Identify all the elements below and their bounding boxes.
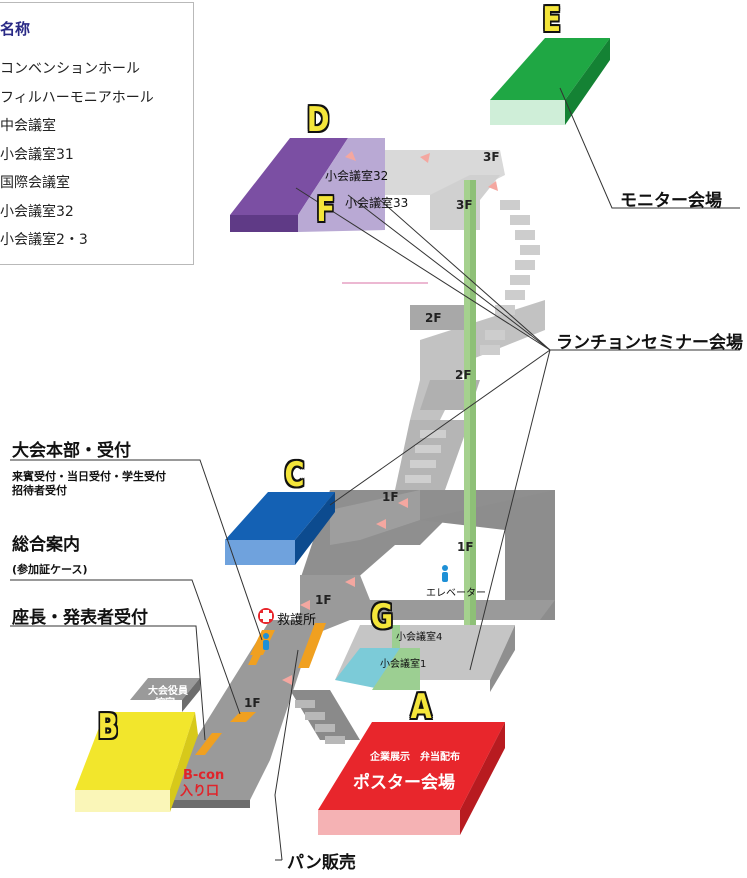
officers-room-label: 大会役員 bbox=[148, 686, 188, 697]
venue-letter-G[interactable]: G bbox=[370, 597, 394, 637]
room-label-32: 小会議室32 bbox=[325, 169, 389, 183]
officers-room-label: 控室 bbox=[155, 698, 175, 709]
chair-reception-callout: 座長・発表者受付 bbox=[12, 608, 148, 628]
venue-A-block[interactable] bbox=[318, 722, 505, 835]
room-label-4: 小会議室4 bbox=[396, 632, 443, 643]
room-label-1: 小会議室1 bbox=[380, 659, 427, 670]
venue-letter-D[interactable]: D bbox=[306, 100, 330, 140]
first-aid-label: 救護所 bbox=[277, 613, 317, 628]
legend-title: 名称 bbox=[0, 20, 31, 38]
legend-item: コンベンションホール bbox=[0, 61, 140, 77]
bcon-entrance-label: B-con bbox=[183, 768, 225, 783]
officers-room-block bbox=[130, 678, 200, 712]
headquarters-callout: 大会本部・受付 bbox=[12, 441, 131, 461]
poster-venue-sub-label: 企業展示 弁当配布 bbox=[370, 752, 460, 763]
monitor-venue-callout: モニター会場 bbox=[620, 191, 722, 211]
info-desk-callout: 総合案内 bbox=[12, 535, 80, 555]
legend-panel bbox=[0, 2, 194, 265]
venue-D-block[interactable] bbox=[230, 138, 385, 232]
headquarters-sub-callout: 招待者受付 bbox=[12, 484, 67, 497]
bcon-entrance-label: 入り口 bbox=[180, 784, 220, 799]
legend-item: 小会議室31 bbox=[0, 147, 74, 163]
person-icon bbox=[263, 565, 448, 650]
legend-item: 中会議室 bbox=[0, 118, 56, 134]
floor-label-1f: 1F bbox=[457, 540, 474, 554]
floor-label-1f: 1F bbox=[382, 490, 399, 504]
venue-E-block[interactable] bbox=[490, 38, 610, 125]
legend-item: 小会議室32 bbox=[0, 204, 74, 220]
bakery-callout: パン販売 bbox=[287, 853, 356, 873]
venue-letter-F[interactable]: F bbox=[316, 190, 335, 230]
venue-C-block[interactable] bbox=[225, 492, 335, 565]
walkway-network bbox=[160, 150, 555, 808]
venue-B-block[interactable] bbox=[75, 712, 198, 812]
venue-letter-E[interactable]: E bbox=[542, 0, 561, 40]
floor-label-3f: 3F bbox=[456, 198, 473, 212]
first-aid-icon bbox=[258, 608, 274, 624]
legend-item: 小会議室2・3 bbox=[0, 232, 88, 248]
floor-label-2f: 2F bbox=[455, 368, 472, 382]
venue-letter-B[interactable]: B bbox=[97, 707, 119, 747]
luncheon-seminar-callout: ランチョンセミナー会場 bbox=[556, 333, 743, 353]
room-label-33: 小会議室33 bbox=[345, 196, 409, 210]
venue-G-block[interactable] bbox=[335, 625, 515, 692]
venue-letter-C[interactable]: C bbox=[284, 455, 305, 495]
legend-item: 国際会議室 bbox=[0, 175, 70, 191]
floor-label-3f: 3F bbox=[483, 150, 500, 164]
floor-label-2f: 2F bbox=[425, 311, 442, 325]
flow-arrows bbox=[282, 151, 498, 685]
headquarters-sub-callout: 来賓受付・当日受付・学生受付 bbox=[12, 470, 166, 483]
info-desk-sub-callout: (参加証ケース) bbox=[12, 563, 88, 576]
elevator-label: エレベーター bbox=[426, 588, 486, 599]
floor-label-1f: 1F bbox=[244, 696, 261, 710]
legend-item: フィルハーモニアホール bbox=[0, 90, 154, 106]
poster-venue-label: ポスター会場 bbox=[353, 773, 455, 793]
floor-label-1f: 1F bbox=[315, 593, 332, 607]
venue-letter-A[interactable]: A bbox=[410, 687, 432, 727]
callout-leader-lines bbox=[10, 87, 740, 861]
